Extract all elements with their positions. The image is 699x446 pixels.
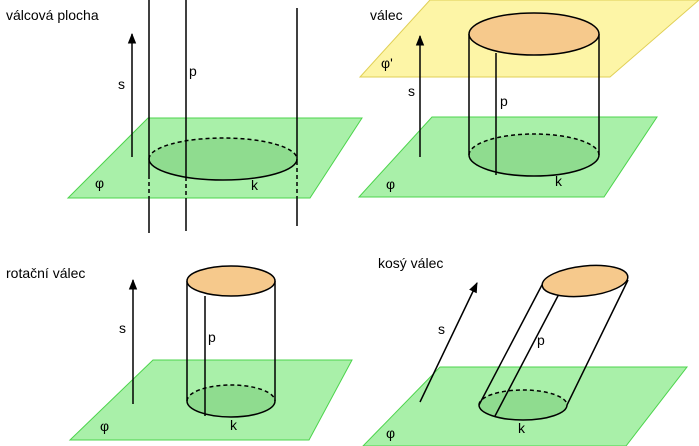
panel-cylinder: válec φ' s p k φ — [357, 0, 699, 198]
label-k: k — [230, 417, 238, 433]
base-curve-k — [479, 390, 567, 420]
label-phi: φ — [100, 418, 109, 434]
panel-title: rotační válec — [6, 265, 85, 281]
label-s: s — [438, 321, 445, 337]
label-s: s — [408, 83, 415, 99]
label-p: p — [500, 93, 508, 109]
panel-title: válec — [370, 7, 403, 23]
label-s: s — [119, 320, 126, 336]
top-face — [186, 265, 276, 297]
base-curve-back — [478, 389, 568, 406]
base-curve-k — [469, 134, 599, 176]
label-phi-prime: φ' — [381, 55, 393, 71]
label-k: k — [251, 177, 259, 193]
label-p: p — [208, 329, 216, 345]
label-p: p — [537, 332, 545, 348]
panel-title: válcová plocha — [6, 7, 99, 23]
base-curve-back — [468, 133, 600, 156]
direction-s-arrow — [419, 282, 478, 403]
label-phi: φ — [95, 175, 104, 191]
base-curve-back — [186, 384, 276, 402]
panel-rotational-cylinder: rotační válec s p k φ — [6, 265, 353, 441]
panel-cylindrical-surface: válcová plocha s p k φ — [6, 0, 363, 233]
base-curve-front — [186, 400, 276, 418]
label-phi: φ — [386, 425, 395, 441]
base-curve-front — [148, 158, 298, 181]
panel-oblique-cylinder: kosý válec s p k φ — [362, 255, 689, 446]
base-curve-back — [148, 137, 298, 160]
label-s: s — [118, 76, 125, 92]
label-p: p — [189, 63, 197, 79]
base-curve-front — [468, 154, 600, 177]
top-face — [541, 264, 629, 298]
top-face — [468, 12, 600, 56]
panel-title: kosý válec — [378, 255, 443, 271]
base-curve-front — [478, 404, 568, 421]
side-left — [478, 282, 544, 406]
label-phi: φ — [386, 176, 395, 192]
label-k: k — [555, 173, 563, 189]
base-curve-k — [187, 385, 275, 417]
side-right — [566, 279, 629, 406]
generator-p — [494, 291, 561, 417]
label-k: k — [518, 420, 526, 436]
